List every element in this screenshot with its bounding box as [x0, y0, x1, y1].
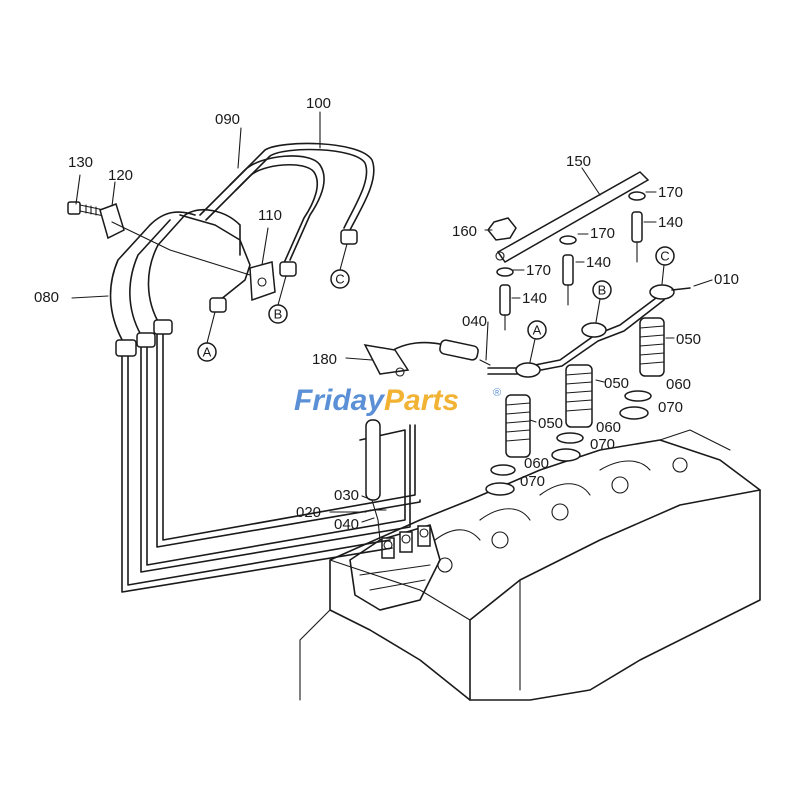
marker-c-left: C — [335, 272, 344, 287]
nozzle-rear — [619, 317, 665, 420]
label-020: 020 — [296, 504, 321, 521]
label-060-middle: 060 — [596, 419, 621, 436]
label-180: 180 — [312, 351, 337, 368]
marker-b-right: B — [598, 283, 607, 298]
nozzle-front — [485, 394, 531, 496]
label-050-middle: 050 — [604, 375, 629, 392]
marker-a-right: A — [533, 323, 542, 338]
label-170-c: 170 — [658, 184, 683, 201]
label-050-front: 050 — [538, 415, 563, 432]
engine-block — [299, 429, 761, 701]
label-010: 010 — [714, 271, 739, 288]
marker-a-left: A — [203, 345, 212, 360]
label-060-front: 060 — [524, 455, 549, 472]
nozzle-middle — [551, 364, 593, 462]
label-080: 080 — [34, 289, 59, 306]
injection-pipes-090-100 — [179, 142, 375, 313]
label-050-rear: 050 — [676, 331, 701, 348]
label-140-c: 140 — [658, 214, 683, 231]
glow-plugs-140 — [499, 211, 643, 331]
watermark-part2: Parts — [384, 384, 459, 417]
watermark-symbol: ® — [493, 387, 501, 399]
label-070-front: 070 — [520, 473, 545, 490]
connection-markers: A B C A B C — [197, 243, 675, 363]
label-120: 120 — [108, 167, 133, 184]
nut-160 — [487, 217, 517, 241]
injection-pipes-080 — [109, 209, 421, 593]
washers-170 — [496, 191, 646, 277]
label-160: 160 — [452, 223, 477, 240]
clamp-120 — [99, 203, 251, 276]
leader-lines — [71, 111, 713, 523]
label-100: 100 — [306, 95, 331, 112]
label-150: 150 — [566, 153, 591, 170]
svg-text:FridayParts: FridayParts — [294, 384, 459, 417]
marker-b-left: B — [274, 307, 283, 322]
label-170-b: 170 — [590, 225, 615, 242]
label-140-b: 140 — [586, 254, 611, 271]
watermark: FridayParts ® — [294, 384, 501, 417]
label-090: 090 — [215, 111, 240, 128]
label-070-middle: 070 — [590, 436, 615, 453]
label-070-rear: 070 — [658, 399, 683, 416]
part-labels: 130 120 110 090 100 080 180 040 150 160 … — [34, 95, 739, 533]
label-060-rear: 060 — [666, 376, 691, 393]
label-030: 030 — [334, 487, 359, 504]
label-110: 110 — [258, 207, 282, 224]
label-040-lower: 040 — [334, 516, 359, 533]
label-040-upper: 040 — [462, 313, 487, 330]
label-140-a: 140 — [522, 290, 547, 307]
watermark-part1: Friday — [294, 384, 385, 417]
marker-c-right: C — [660, 249, 669, 264]
glow-plug-lead-150 — [495, 171, 650, 263]
leak-off-pipe — [363, 284, 691, 541]
label-170-a: 170 — [526, 262, 551, 279]
bolt-130 — [67, 201, 105, 217]
label-130: 130 — [68, 154, 93, 171]
injection-pump — [349, 524, 441, 611]
